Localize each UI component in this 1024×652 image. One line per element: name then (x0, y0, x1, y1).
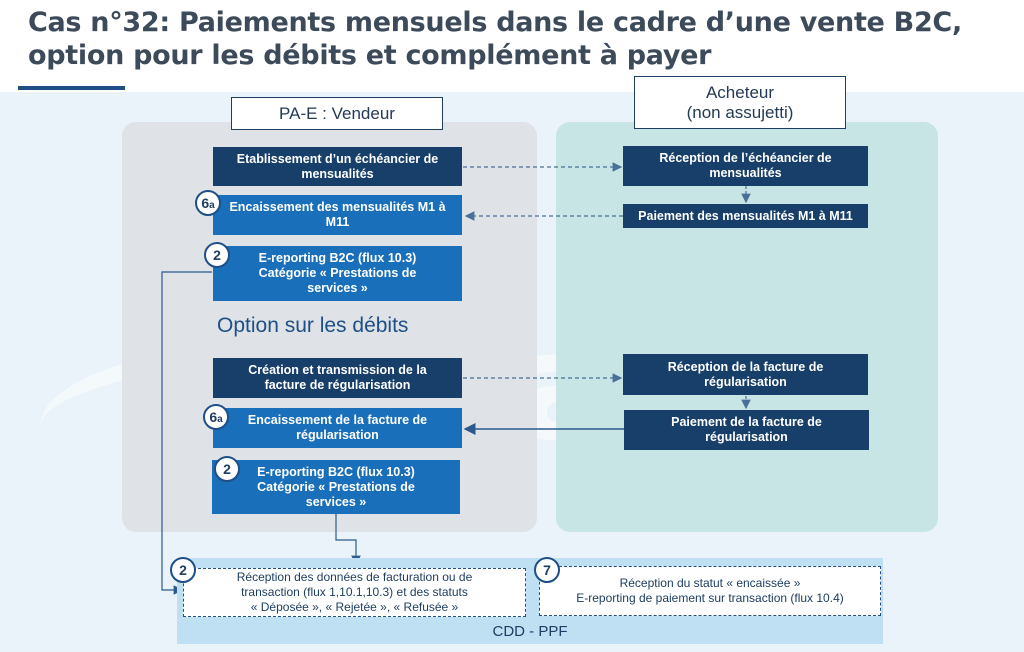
step-encaissement-mensualites: Encaissement des mensualités M1 à M11 (213, 195, 462, 235)
step-ereporting-b2c-1: E-reporting B2C (flux 10.3) Catégorie « … (213, 246, 462, 301)
step-etablissement-echeancier: Etablissement d’un échéancier de mensual… (213, 147, 462, 186)
buyer-group (556, 122, 938, 532)
page-title: Cas n°32: Paiements mensuels dans le cad… (28, 7, 962, 71)
option-debits-label: Option sur les débits (217, 314, 409, 337)
cdd-reception-donnees: Réception des données de facturation ou … (183, 568, 526, 617)
step-creation-facture: Création et transmission de la facture d… (213, 358, 462, 398)
step-paiement-mensualites: Paiement des mensualités M1 à M11 (623, 204, 868, 228)
step-encaissement-facture: Encaissement de la facture de régularisa… (213, 408, 462, 448)
step-reception-facture: Réception de la facture de régularisatio… (623, 354, 868, 395)
arrow-ereporting1-to-cdd (161, 271, 212, 595)
step-badge: 2 (170, 557, 196, 583)
arrow-ereporting2-to-cdd (335, 514, 361, 566)
buyer-header: Acheteur (non assujetti) (634, 76, 846, 129)
title-underline (18, 86, 125, 90)
step-badge: 6a (195, 190, 221, 216)
step-ereporting-b2c-2: E-reporting B2C (flux 10.3) Catégorie « … (212, 460, 460, 514)
step-badge: 2 (204, 242, 230, 268)
step-reception-echeancier: Réception de l’échéancier de mensualités (623, 146, 868, 186)
step-paiement-facture: Paiement de la facture de régularisation (624, 410, 869, 450)
cdd-reception-statut: Réception du statut « encaissée » E-repo… (539, 566, 881, 616)
step-badge: 6a (203, 404, 229, 430)
cdd-ppf-label: CDD - PPF (492, 623, 568, 640)
step-badge: 2 (214, 456, 240, 482)
vendor-header: PA-E : Vendeur (231, 97, 443, 130)
step-badge: 7 (534, 557, 560, 583)
